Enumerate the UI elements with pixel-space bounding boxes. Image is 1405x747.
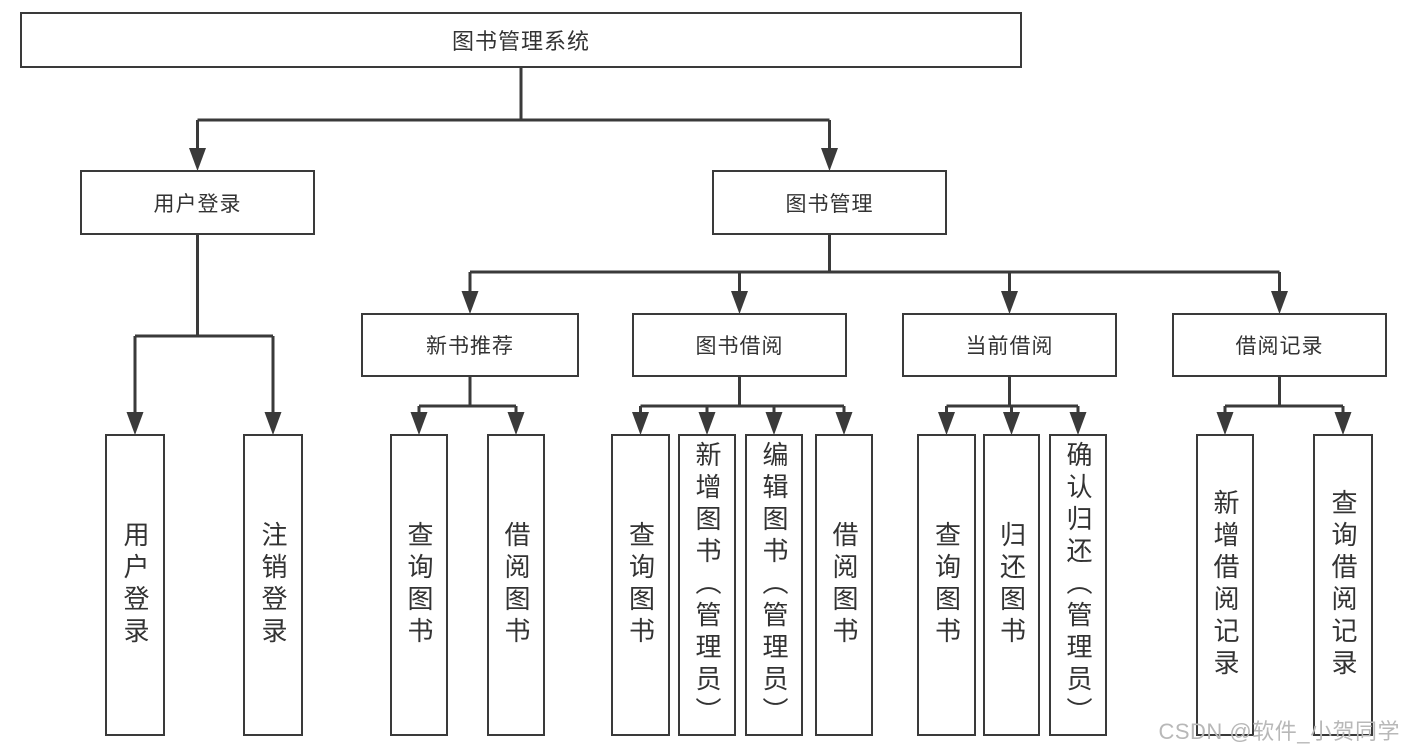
arrowhead-icon bbox=[632, 412, 649, 435]
arrowhead-icon bbox=[731, 291, 748, 314]
node-borrow-record: 借阅记录 bbox=[1172, 313, 1387, 377]
node-leaf-query-book-1: 查询图书 bbox=[390, 434, 448, 736]
arrowhead-icon bbox=[938, 412, 955, 435]
connector-lines-borrow-record bbox=[1223, 377, 1345, 413]
arrowhead-icon bbox=[821, 148, 838, 171]
connector-lines-book-mgmt bbox=[468, 235, 1281, 292]
node-book-mgmt: 图书管理 bbox=[712, 170, 947, 235]
connector-lines-book-borrow bbox=[639, 377, 846, 413]
arrowhead-icon bbox=[189, 148, 206, 171]
connector-new-book-rec bbox=[410, 377, 525, 435]
arrowhead-icon bbox=[1334, 412, 1352, 435]
node-leaf-user-login: 用户登录 bbox=[105, 434, 165, 736]
arrowhead-icon bbox=[835, 412, 853, 435]
connector-lines-user-login bbox=[133, 235, 275, 413]
arrowhead-icon bbox=[1003, 412, 1020, 435]
arrowhead-icon bbox=[1216, 412, 1234, 435]
node-leaf-borrow-book-1: 借阅图书 bbox=[487, 434, 545, 736]
arrowhead-icon bbox=[461, 291, 479, 314]
watermark: CSDN @软件_小贺同学 bbox=[1158, 719, 1400, 744]
node-root: 图书管理系统 bbox=[20, 12, 1022, 68]
node-user-login: 用户登录 bbox=[80, 170, 315, 235]
arrowhead-icon bbox=[507, 412, 525, 435]
node-leaf-query-book-3: 查询图书 bbox=[917, 434, 976, 736]
arrowhead-icon bbox=[765, 412, 783, 435]
connector-root bbox=[189, 68, 838, 171]
connector-current-borrow bbox=[938, 377, 1087, 435]
connector-lines-current-borrow bbox=[945, 377, 1080, 413]
node-leaf-add-record: 新增借阅记录 bbox=[1196, 434, 1254, 736]
connector-borrow-record bbox=[1216, 377, 1352, 435]
connector-user-login bbox=[126, 235, 282, 435]
connector-book-borrow bbox=[632, 377, 853, 435]
node-leaf-edit-book: 编辑图书（管理员） bbox=[745, 434, 803, 736]
arrowhead-icon bbox=[410, 412, 428, 435]
node-leaf-query-record: 查询借阅记录 bbox=[1313, 434, 1373, 736]
node-leaf-logout: 注销登录 bbox=[243, 434, 303, 736]
arrowhead-icon bbox=[1271, 291, 1288, 314]
node-book-borrow: 图书借阅 bbox=[632, 313, 847, 377]
node-leaf-return-book: 归还图书 bbox=[983, 434, 1040, 736]
node-leaf-query-book-2: 查询图书 bbox=[611, 434, 670, 736]
node-current-borrow: 当前借阅 bbox=[902, 313, 1117, 377]
node-leaf-confirm-return: 确认归还（管理员） bbox=[1049, 434, 1107, 736]
node-leaf-add-book: 新增图书（管理员） bbox=[678, 434, 736, 736]
connector-lines-new-book-rec bbox=[417, 377, 518, 413]
arrowhead-icon bbox=[698, 412, 716, 435]
connector-lines-root bbox=[196, 68, 831, 149]
node-leaf-borrow-book-2: 借阅图书 bbox=[815, 434, 873, 736]
arrowhead-icon bbox=[1069, 412, 1087, 435]
connector-book-mgmt bbox=[461, 235, 1288, 314]
arrowhead-icon bbox=[264, 412, 282, 435]
arrowhead-icon bbox=[126, 412, 144, 435]
arrowhead-icon bbox=[1001, 291, 1018, 314]
node-new-book-rec: 新书推荐 bbox=[361, 313, 579, 377]
